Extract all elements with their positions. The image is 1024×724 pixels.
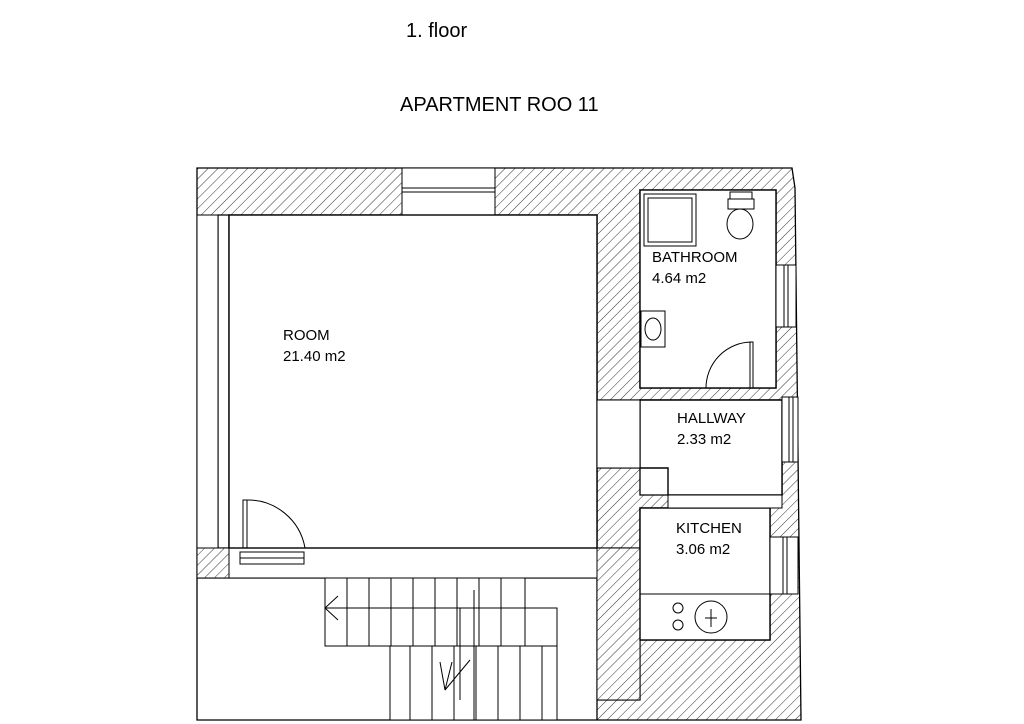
hallway-label: HALLWAY 2.33 m2 — [677, 408, 746, 450]
kitchen-name: KITCHEN — [676, 520, 742, 537]
floor-label: 1. floor — [406, 20, 468, 42]
room-area: 21.40 m2 — [283, 348, 346, 365]
hallway-area: 2.33 m2 — [677, 431, 732, 448]
entrance-door — [239, 499, 306, 565]
sink-icon — [640, 310, 666, 348]
kitchen-area: 3.06 m2 — [676, 541, 731, 558]
window-right — [769, 264, 799, 595]
plan-title: APARTMENT ROO 11 — [400, 94, 599, 116]
bathroom-door — [705, 341, 754, 389]
shower-icon — [643, 193, 697, 247]
window-top — [401, 167, 496, 216]
bathroom-area: 4.64 m2 — [652, 270, 707, 287]
kitchen-counter — [640, 593, 770, 634]
room-name: ROOM — [283, 327, 330, 344]
kitchen-label: KITCHEN 3.06 m2 — [676, 518, 742, 560]
bathroom-label: BATHROOM 4.64 m2 — [652, 247, 738, 289]
staircase — [324, 577, 558, 721]
hallway-name: HALLWAY — [677, 410, 746, 427]
room-label: ROOM 21.40 m2 — [283, 325, 346, 367]
room-outline — [228, 214, 598, 549]
bathroom-outline — [639, 189, 777, 389]
toilet-icon — [726, 191, 755, 240]
bathroom-name: BATHROOM — [652, 249, 738, 266]
stair-direction-arrow — [324, 595, 471, 700]
